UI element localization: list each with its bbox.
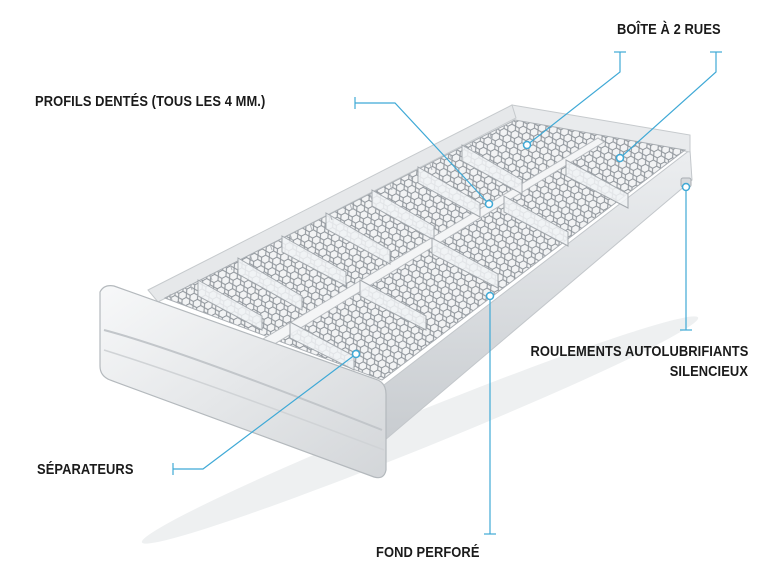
callout-line-box-left — [526, 52, 621, 146]
callout-line-profiles — [355, 102, 490, 205]
callout-line-box-right — [619, 52, 717, 159]
label-box-two-lanes: BOÎTE À 2 RUES — [617, 21, 721, 38]
label-toothed-profiles: PROFILS DENTÉS (TOUS LES 4 MM.) — [35, 93, 266, 110]
label-separators: SÉPARATEURS — [37, 461, 134, 478]
callout-dot-icon — [681, 182, 691, 192]
callout-dot-icon — [484, 199, 494, 209]
callout-line-separators — [173, 353, 357, 470]
label-bearings-line1: ROULEMENTS AUTOLUBRIFIANTS — [530, 343, 748, 360]
front-panel-handle-groove — [103, 329, 383, 431]
label-perforated-bottom: FOND PERFORÉ — [376, 544, 480, 561]
separators-left-lane — [197, 144, 523, 331]
callout-dot-icon — [351, 349, 361, 359]
callout-dot-icon — [522, 140, 532, 150]
front-panel-ridge — [103, 349, 385, 451]
callout-dots — [351, 140, 691, 359]
separators-right-lane — [289, 159, 629, 371]
drawer-shadow — [141, 316, 699, 544]
drawer-front-panel — [99, 285, 387, 479]
callout-dot-icon — [485, 291, 495, 301]
toothed-profile — [169, 133, 493, 301]
callout-lines — [172, 51, 722, 535]
callout-dot-icon — [615, 153, 625, 163]
drawer-left-wall — [147, 104, 517, 303]
label-bearings-line2: SILENCIEUX — [669, 363, 748, 380]
